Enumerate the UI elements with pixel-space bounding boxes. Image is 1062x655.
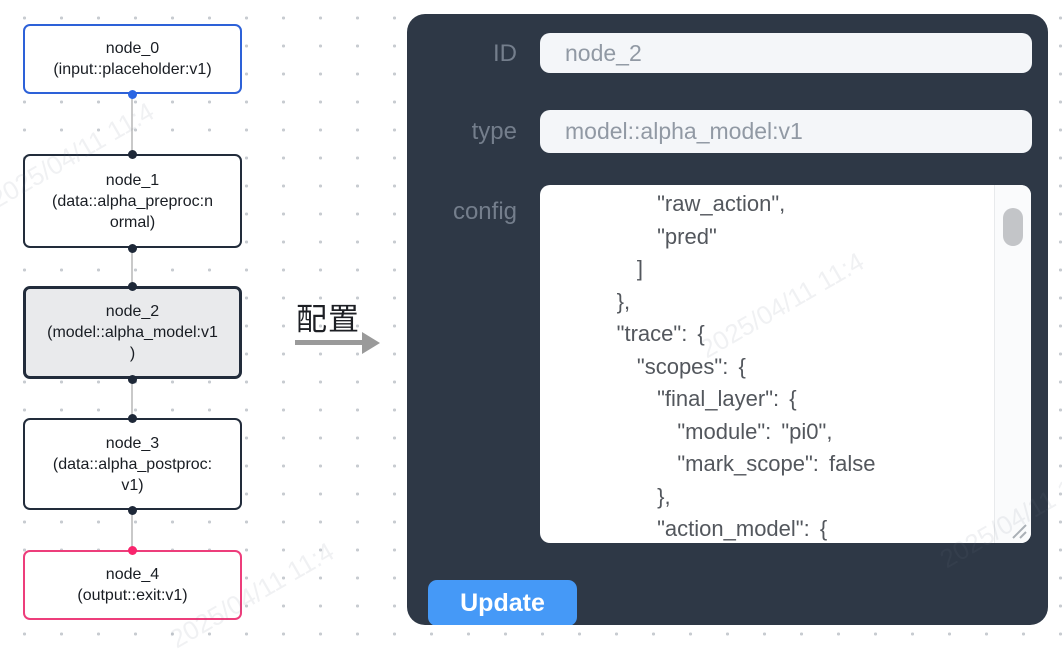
node-subtitle: (data::alpha_preproc:n [52, 192, 213, 210]
port-node_3-output[interactable] [128, 506, 137, 515]
node-config-panel: ID type config "raw_action", "pred" ] },… [407, 14, 1048, 625]
node-subtitle: ) [129, 345, 136, 362]
id-input[interactable] [540, 33, 1032, 73]
node-title: node_2 [105, 303, 160, 320]
graph-node-node_0[interactable]: node_0 (input::placeholder:v1) [23, 24, 242, 94]
port-node_2-output[interactable] [128, 375, 137, 384]
node-subtitle: (input::placeholder:v1) [53, 61, 212, 78]
graph-node-node_2-selected[interactable]: node_2 (model::alpha_model:v1 ) [23, 286, 242, 379]
port-node_2-input[interactable] [128, 282, 137, 291]
node-title: node_4 [105, 566, 160, 583]
graph-node-node_1[interactable]: node_1 (data::alpha_preproc:n ormal) [23, 154, 242, 248]
port-node_1-input[interactable] [128, 150, 137, 159]
config-field-label: config [452, 198, 517, 225]
config-json-text[interactable]: "raw_action", "pred" ] }, "trace": { "sc… [616, 191, 876, 541]
configure-label: 配置 [296, 302, 360, 337]
port-node_4-input[interactable] [128, 546, 137, 555]
arrow-right-icon [362, 332, 380, 354]
type-input[interactable] [540, 110, 1032, 153]
graph-node-node_4[interactable]: node_4 (output::exit:v1) [23, 550, 242, 620]
config-scrollbar[interactable] [994, 185, 1031, 543]
node-title: node_3 [105, 434, 160, 452]
node-title: node_0 [105, 40, 160, 57]
node-subtitle: (data::alpha_postproc: [52, 455, 213, 473]
node-subtitle: ormal) [109, 213, 156, 231]
node-subtitle: (output::exit:v1) [77, 587, 188, 604]
resize-handle-icon[interactable] [1009, 521, 1027, 539]
id-field-label: ID [493, 40, 517, 67]
node-subtitle: v1) [121, 476, 144, 494]
graph-edge-node_1-node_2 [131, 248, 133, 286]
scrollbar-thumb[interactable] [1003, 208, 1023, 246]
graph-edge-node_0-node_1 [131, 94, 133, 154]
config-textarea[interactable]: "raw_action", "pred" ] }, "trace": { "sc… [540, 185, 1031, 543]
graph-edge-node_3-node_4 [131, 510, 133, 550]
port-node_3-input[interactable] [128, 414, 137, 423]
port-node_0-output[interactable] [128, 90, 137, 99]
arrow-right-icon [295, 340, 363, 345]
graph-node-node_3[interactable]: node_3 (data::alpha_postproc: v1) [23, 418, 242, 510]
node-title: node_1 [105, 171, 160, 189]
type-field-label: type [471, 118, 517, 145]
port-node_1-output[interactable] [128, 244, 137, 253]
node-subtitle: (model::alpha_model:v1 [47, 324, 218, 341]
update-button[interactable]: Update [428, 580, 577, 625]
graph-edge-node_2-node_3 [131, 379, 133, 418]
